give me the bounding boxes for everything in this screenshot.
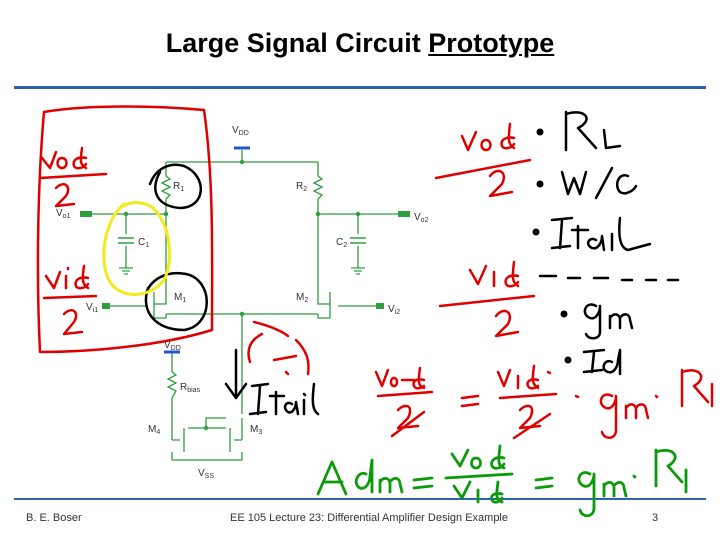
vdd-bias-label: VDD	[164, 340, 181, 352]
vo2-terminal	[398, 211, 410, 217]
footer-author: B. E. Boser	[26, 512, 82, 524]
footer-rule	[14, 498, 706, 500]
vdd-label: VDD	[232, 125, 249, 137]
ground-symbol	[119, 267, 133, 275]
vi2-terminal	[376, 303, 384, 309]
vi1-terminal	[102, 303, 110, 309]
red-box-scribble	[36, 105, 214, 354]
c1-capacitor	[118, 237, 134, 244]
title-underlined-word: Prototype	[428, 28, 555, 58]
r1-resistor	[160, 175, 172, 200]
footer-course: EE 105 Lecture 23: Differential Amplifie…	[230, 512, 508, 524]
page-number: 3	[652, 512, 659, 524]
vss-label: VSS	[198, 468, 214, 480]
ground-symbol	[351, 267, 365, 275]
r2-label: R2	[296, 181, 307, 193]
m1-label: M1	[174, 292, 186, 304]
c2-label: C2	[336, 237, 347, 249]
circuit-wires	[92, 150, 398, 461]
title-text: Large Signal Circuit	[165, 28, 429, 58]
c2-capacitor	[350, 237, 366, 244]
r2-resistor	[312, 175, 324, 200]
m4-label: M4	[148, 424, 160, 436]
vo1-terminal	[80, 211, 92, 217]
junction-dots	[123, 159, 361, 431]
vi1-label: Vi1	[86, 302, 98, 314]
vo2-label: Vo2	[414, 212, 429, 224]
rbias-resistor	[166, 371, 178, 399]
vo1-label: Vo1	[56, 208, 71, 220]
m3-label: M3	[250, 424, 262, 436]
rbias-label: Rbias	[180, 382, 201, 394]
vi2-label: Vi2	[388, 304, 400, 316]
slide-title: Large Signal Circuit Prototype	[0, 28, 720, 59]
handwritten-annotations	[36, 105, 714, 518]
c1-label: C1	[138, 237, 149, 249]
title-rule	[14, 86, 706, 89]
m2-label: M2	[296, 292, 308, 304]
r1-label: R1	[173, 181, 184, 193]
